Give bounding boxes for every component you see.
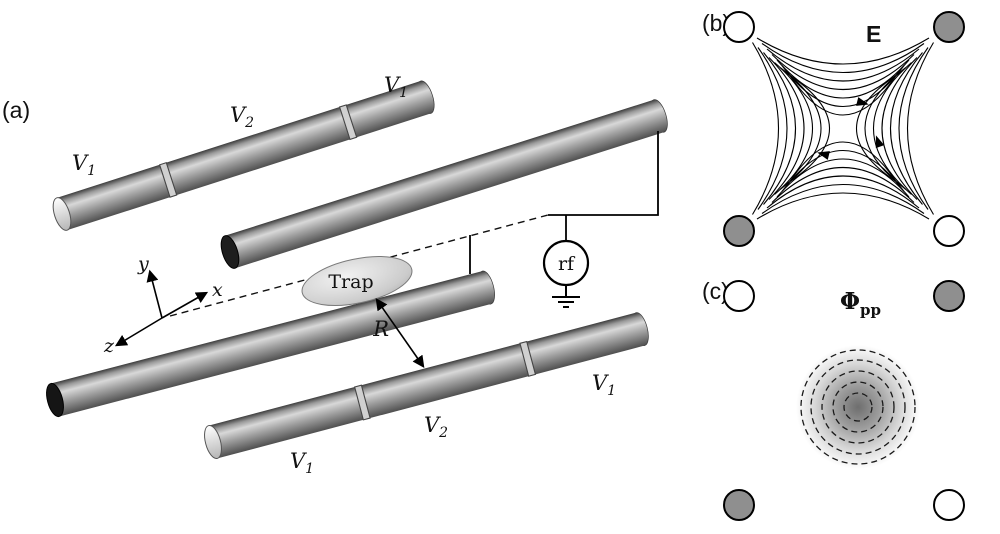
trap-ellipsoid: [301, 256, 413, 306]
rod-end-cap-dark: [46, 382, 64, 418]
electrode-circle-b-bottom-right: [933, 215, 965, 247]
voltage-label-v1-top-left: V1: [72, 151, 96, 179]
y-axis: [146, 269, 163, 319]
ground-icon: [552, 285, 580, 308]
voltage-label-v1-bottom-right: V1: [592, 371, 616, 399]
field-direction-arrows: [817, 97, 885, 160]
electrode-circle-b-bottom-left: [723, 215, 755, 247]
electrode-circle-c-bottom-left: [723, 489, 755, 521]
electrode-circle-c-top-left: [723, 280, 755, 312]
rod-end-cap-light: [204, 424, 222, 460]
field-lines: [751, 37, 935, 220]
voltage-label-v2-top-mid: V2: [230, 103, 254, 131]
electrode-circle-b-top-right: [933, 11, 965, 43]
coordinate-axes: [114, 269, 209, 347]
electrode-rod-top-right: [220, 99, 668, 269]
pseudopotential-contours: [796, 345, 920, 469]
trap-label: Trap: [328, 271, 373, 293]
rf-source: rf: [542, 239, 590, 308]
rod-end-cap-light: [52, 197, 72, 231]
electrode-circle-b-top-left: [723, 11, 755, 43]
segment-gap: [338, 104, 358, 141]
segment-gap: [519, 340, 537, 377]
segment-gap: [353, 384, 371, 421]
z-axis: [114, 317, 163, 347]
voltage-label-v1-bottom-left: V1: [290, 449, 314, 477]
rod-end-cap-dark: [220, 235, 240, 269]
rf-source-label: rf: [558, 253, 576, 275]
rf-wire-top-rod: [548, 131, 659, 216]
electrode-rod-top-left: [52, 80, 435, 231]
y-axis-label: y: [137, 253, 149, 275]
radius-label: R: [372, 317, 389, 341]
voltage-label-v2-bottom-mid: V2: [424, 413, 448, 441]
segment-gap: [158, 161, 178, 198]
panel-a-label: (a): [2, 97, 30, 123]
electrode-circle-c-bottom-right: [933, 489, 965, 521]
electrode-rod-bottom: [204, 312, 649, 460]
electrode-circle-c-top-right: [933, 280, 965, 312]
z-axis-label: z: [103, 335, 115, 357]
rf-wiring: [469, 131, 659, 274]
pseudopotential-label: Φpp: [840, 288, 881, 319]
e-field-label: E: [866, 21, 881, 47]
x-axis-label: x: [212, 279, 223, 301]
x-axis: [161, 291, 209, 319]
voltage-label-v1-top-right: V1: [384, 73, 408, 101]
radius-arrow: R: [372, 298, 425, 368]
